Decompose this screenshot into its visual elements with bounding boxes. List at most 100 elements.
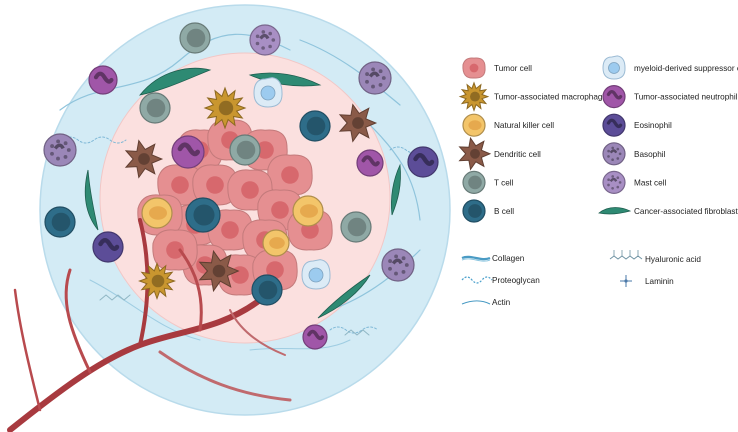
hyaluronic-fiber <box>99 294 131 301</box>
legend-label-baso: Basophil <box>634 150 666 159</box>
bcell-cell <box>44 206 76 238</box>
dc-cell <box>338 103 378 143</box>
basophil-icon-glyph <box>602 142 626 166</box>
legend-item-mdsc: myeloid-derived suppressor cell <box>602 55 738 80</box>
legend-item-mast: Mast cell <box>602 170 666 194</box>
tan-cell <box>88 65 118 95</box>
dendritic-cell-icon <box>458 136 492 171</box>
tcell-cell <box>340 211 372 243</box>
blood-vessel <box>178 248 203 332</box>
collagen-fiber <box>299 39 401 106</box>
legend-label-proteoglycan: Proteoglycan <box>492 276 540 285</box>
basophil-icon <box>602 142 626 166</box>
b-cell-icon-glyph <box>462 199 486 223</box>
nk-cell-icon <box>462 113 486 137</box>
mast-cell <box>249 24 281 56</box>
tumor-illustration <box>7 4 451 432</box>
blood-vessel <box>229 309 286 356</box>
proteoglycan-icon <box>461 276 493 284</box>
fibroblast-icon <box>598 207 632 215</box>
macrophage-icon-glyph <box>458 81 490 112</box>
nk-cell <box>292 195 324 227</box>
legend-item-proteoglycan: Proteoglycan <box>461 276 540 285</box>
collagen-fiber <box>369 124 421 221</box>
fibroblasts <box>84 67 401 319</box>
eos-cell <box>92 231 124 263</box>
legend-label-bcell: B cell <box>494 207 514 216</box>
legend-item-tumor: Tumor cell <box>462 57 532 79</box>
b-cell-icon <box>462 199 486 223</box>
legend-item-nk: Natural killer cell <box>462 113 554 137</box>
tan-cell <box>302 324 328 350</box>
tan-cell <box>356 149 384 177</box>
tam-cell <box>203 86 247 130</box>
mdsc-cell <box>253 77 283 108</box>
legend-label-eos: Eosinophil <box>634 121 672 130</box>
fibroblast <box>391 163 401 216</box>
legend-item-tan: Tumor-associated neutrophil <box>602 84 738 109</box>
legend-label-tcell: T cell <box>494 178 514 187</box>
eos-cell <box>407 146 439 178</box>
legend-label-tam: Tumor-associated macrophage <box>494 93 607 102</box>
bcell-cell <box>251 274 283 306</box>
tcell-cell <box>139 92 171 124</box>
legend-item-collagen: Collagen <box>461 254 525 263</box>
laminin-icon <box>620 275 632 287</box>
mdsc-icon-glyph <box>602 55 626 80</box>
legend-item-dc: Dendritic cell <box>458 136 541 171</box>
collagen-icon <box>461 255 491 262</box>
legend-item-baso: Basophil <box>602 142 666 166</box>
legend-label-collagen: Collagen <box>492 254 525 263</box>
blood-vessel <box>158 350 292 402</box>
legend-label-tumor: Tumor cell <box>494 64 532 73</box>
legend-item-tam: Tumor-associated macrophage <box>458 81 607 112</box>
tcell-cell <box>179 22 211 54</box>
blood-vessel <box>64 268 92 374</box>
legend-item-bcell: B cell <box>462 199 514 223</box>
immune-cells <box>43 22 439 350</box>
legend-item-hyaluronic: Hyaluronic acid <box>609 250 701 264</box>
macrophage-icon <box>458 81 490 112</box>
legend-label-hyaluronic: Hyaluronic acid <box>645 255 701 264</box>
eosinophil-icon <box>602 113 626 137</box>
baso-cell <box>43 133 77 167</box>
bcell-cell <box>299 110 331 142</box>
legend-item-laminin: Laminin <box>620 275 674 287</box>
legend-label-dc: Dendritic cell <box>494 150 541 159</box>
mast-cell-icon <box>602 170 626 194</box>
neutrophil-icon <box>602 84 626 109</box>
legend-item-actin: Actin <box>461 298 511 307</box>
legend-label-actin: Actin <box>492 298 511 307</box>
dc-cell <box>124 139 164 179</box>
legend-item-eos: Eosinophil <box>602 113 672 137</box>
legend-label-nk: Natural killer cell <box>494 121 554 130</box>
mast-cell-icon-glyph <box>602 170 626 194</box>
tcell-cell <box>229 134 261 166</box>
bcell-cell <box>185 197 221 233</box>
neutrophil-icon-glyph <box>602 84 626 109</box>
tan-cell <box>171 135 205 169</box>
legend-label-caf: Cancer-associated fibroblast <box>634 207 738 216</box>
legend-label-laminin: Laminin <box>645 277 674 286</box>
dc-cell <box>198 249 240 293</box>
nk-cell <box>141 197 173 229</box>
legend-cells-right: myeloid-derived suppressor cellTumor-ass… <box>598 55 738 216</box>
baso-cell <box>381 248 415 282</box>
legend-item-tcell: T cell <box>462 170 514 194</box>
t-cell-icon <box>462 170 486 194</box>
legend-label-mast: Mast cell <box>634 178 666 187</box>
tumor-cell-icon-glyph <box>462 57 486 79</box>
hyaluronic-acid-icon <box>609 250 643 260</box>
mdsc-cell <box>301 259 331 290</box>
nk-cell <box>262 229 290 257</box>
tumor-cell-icon <box>462 57 486 79</box>
fibroblast <box>139 67 212 96</box>
legend-item-caf: Cancer-associated fibroblast <box>598 207 738 216</box>
hyaluronic-fiber <box>344 329 370 336</box>
blood-vessels <box>7 218 292 432</box>
